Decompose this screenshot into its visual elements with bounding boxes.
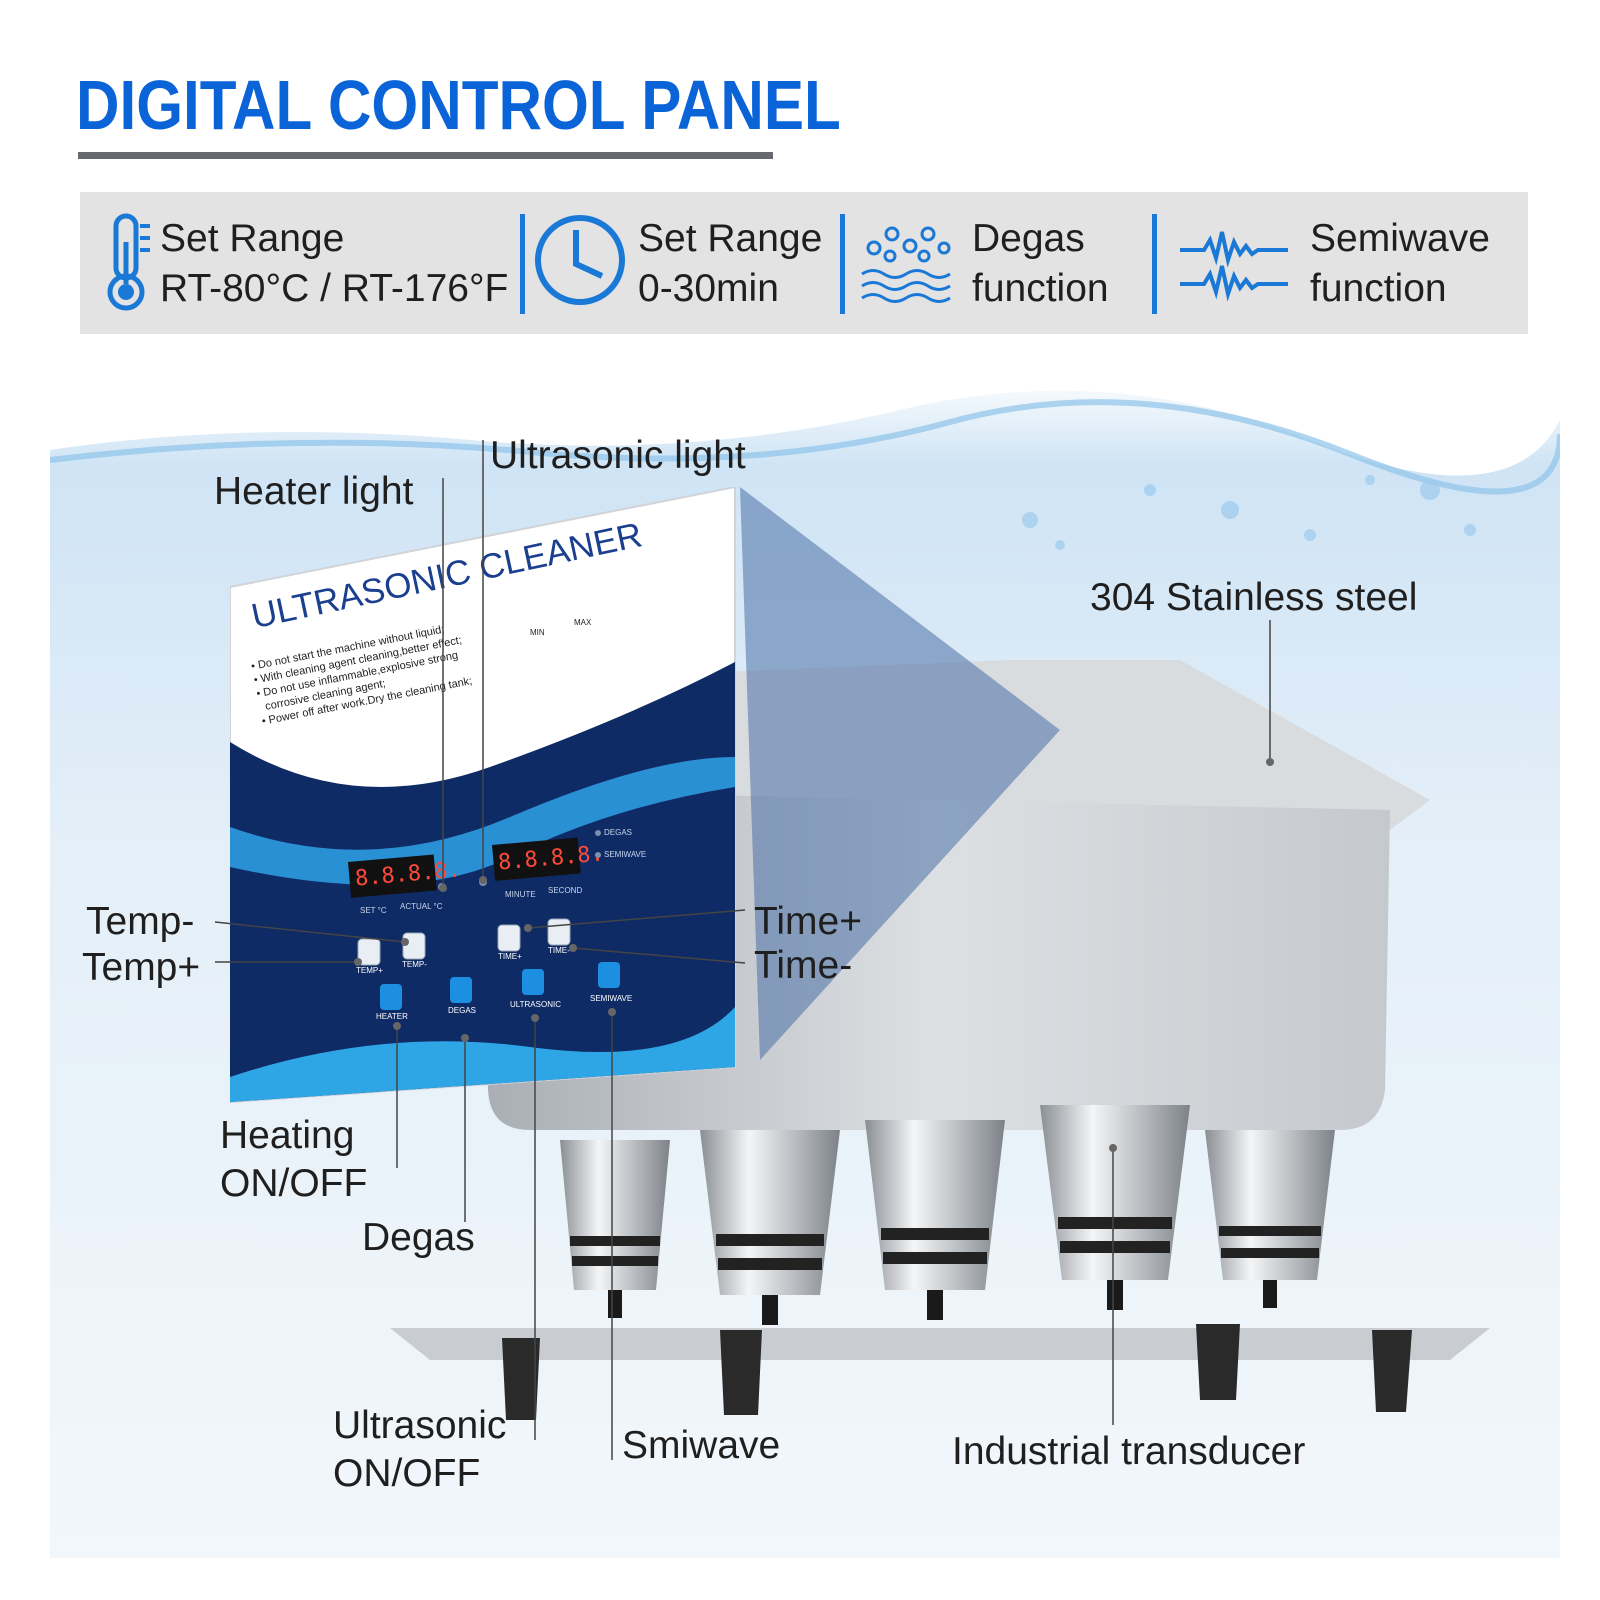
heater-key [380, 984, 402, 1010]
control-panel [230, 487, 736, 1104]
set-c-label: SET °C [360, 906, 387, 915]
feature-separator [840, 214, 845, 314]
callout-heating-line2: ON/OFF [220, 1162, 368, 1205]
second-label: SECOND [548, 886, 583, 895]
callout-stainless-steel: 304 Stainless steel [1090, 576, 1418, 619]
feature-temp-line2: RT-80°C / RT-176°F [160, 267, 509, 310]
feature-degas-text: Degas function [972, 214, 1109, 314]
temp-plus-key [357, 938, 381, 966]
feature-time-line1: Set Range [638, 217, 823, 260]
callout-temp-minus: Temp- [86, 900, 195, 943]
clock-icon [535, 215, 625, 305]
feature-semiwave-line1: Semiwave [1310, 217, 1490, 260]
page-title: DIGITAL CONTROL PANEL [76, 66, 841, 144]
feature-degas-line2: function [972, 267, 1109, 310]
callout-temp-plus: Temp+ [82, 946, 201, 989]
panel-shadow [740, 487, 1060, 1060]
callout-ultrasonic-onoff: Ultrasonic ON/OFF [333, 1402, 506, 1498]
heater-key-label[interactable]: HEATER [376, 1012, 408, 1021]
temp-plus-key-label[interactable]: TEMP+ [356, 966, 383, 975]
water-bubbles [1022, 475, 1476, 550]
thermometer-icon [107, 213, 150, 311]
callout-heating-onoff: Heating ON/OFF [220, 1112, 367, 1208]
title-underline [78, 152, 773, 159]
ultrasonic-key-label[interactable]: ULTRASONIC [510, 1000, 561, 1009]
degas-key-label[interactable]: DEGAS [448, 1006, 477, 1015]
callout-ultrasonic-line2: ON/OFF [333, 1452, 481, 1495]
callout-ultrasonic-line1: Ultrasonic [333, 1404, 507, 1447]
transducers [560, 1105, 1335, 1325]
ultrasonic-key [522, 969, 544, 995]
semiwave-icon [1180, 231, 1288, 302]
semiwave-key-label[interactable]: SEMIWAVE [590, 994, 633, 1003]
semiwave-led [595, 852, 601, 858]
degas-led [595, 830, 601, 836]
feature-semiwave-line2: function [1310, 267, 1447, 310]
temp-minus-key [402, 932, 426, 960]
features-bar: Set Range RT-80°C / RT-176°F Set Range 0… [80, 192, 1528, 334]
actual-c-label: ACTUAL °C [400, 902, 443, 911]
temp-minus-key-label[interactable]: TEMP- [402, 960, 427, 969]
panel-bottom-wave [230, 1007, 735, 1102]
temp-display [348, 854, 437, 898]
callout-heating-line1: Heating [220, 1114, 355, 1157]
callout-smiwave: Smiwave [622, 1424, 781, 1467]
semiwave-key [598, 962, 620, 988]
time-display [492, 837, 581, 881]
time-minus-key-label[interactable]: TIME- [548, 946, 570, 955]
callout-industrial-transducer: Industrial transducer [952, 1430, 1306, 1473]
feature-time-line2: 0-30min [638, 267, 779, 310]
callout-ultrasonic-light: Ultrasonic light [490, 434, 746, 477]
callout-time-plus: Time+ [754, 900, 862, 943]
degas-led-label: DEGAS [604, 828, 633, 837]
callout-time-minus: Time- [754, 944, 853, 987]
panel-wave-stripe [230, 757, 735, 885]
bubbles-waves-icon [861, 226, 951, 303]
minute-label: MINUTE [505, 890, 536, 899]
callout-degas: Degas [362, 1216, 475, 1259]
feature-separator [520, 214, 525, 314]
water-surface [50, 370, 1560, 476]
time-plus-key [497, 924, 521, 952]
callout-heater-light: Heater light [214, 470, 414, 513]
time-plus-key-label[interactable]: TIME+ [498, 952, 522, 961]
level-min-mark: MIN [530, 628, 545, 637]
feature-degas-line1: Degas [972, 217, 1085, 260]
rubber-feet [502, 1324, 1412, 1420]
feature-temp-text: Set Range RT-80°C / RT-176°F [160, 214, 508, 314]
semiwave-led-label: SEMIWAVE [604, 850, 647, 859]
feature-time-text: Set Range 0-30min [638, 214, 822, 314]
feature-separator [1152, 214, 1157, 314]
degas-key [450, 977, 472, 1003]
level-max-mark: MAX [574, 618, 592, 627]
feature-temp-line1: Set Range [160, 217, 345, 260]
feature-semiwave-text: Semiwave function [1310, 214, 1490, 314]
